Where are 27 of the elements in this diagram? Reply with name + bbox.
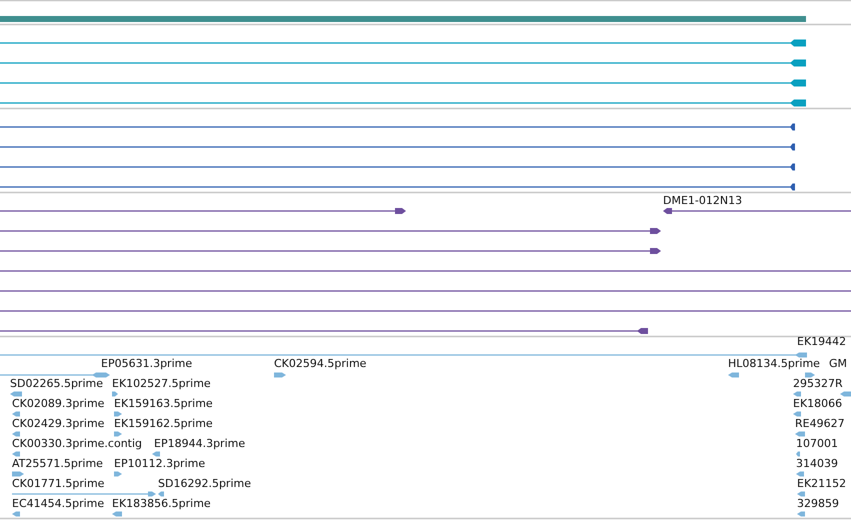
- feature-label: SD02265.5prime: [10, 377, 103, 390]
- feature-label: EP10112.3prime: [114, 457, 206, 470]
- feature-label: GM: [829, 357, 848, 370]
- feature-label: CK02089.3prime: [12, 397, 104, 410]
- feature-label: 314039: [796, 457, 838, 470]
- feature-label: EK102527.5prime: [112, 377, 211, 390]
- feature-label: EK21152: [797, 477, 846, 490]
- feature-label: EK19442: [797, 335, 846, 348]
- feature-label: EP18944.3prime: [154, 437, 246, 450]
- feature-label: AT25571.5prime: [12, 457, 103, 470]
- feature-label: CK00330.3prime.contig: [12, 437, 142, 450]
- feature-label: HL08134.5prime: [728, 357, 820, 370]
- feature-label: EK159162.5prime: [114, 417, 213, 430]
- feature-label: EP05631.3prime: [101, 357, 192, 370]
- feature-label: DME1-012N13: [663, 194, 742, 207]
- feature-label: SD16292.5prime: [158, 477, 251, 490]
- feature-label: 295327R: [793, 377, 843, 390]
- feature-label: CK01771.5prime: [12, 477, 104, 490]
- feature-label: EK18066: [793, 397, 842, 410]
- feature-label: 329859: [797, 497, 839, 510]
- feature-label: CK02429.3prime: [12, 417, 104, 430]
- feature-label: CK02594.5prime: [274, 357, 366, 370]
- feature-label: EC41454.5prime: [12, 497, 104, 510]
- feature-label: EK159163.5prime: [114, 397, 213, 410]
- feature-label: 107001: [796, 437, 838, 450]
- feature-label: RE49627: [795, 417, 845, 430]
- feature-label: EK183856.5prime: [112, 497, 211, 510]
